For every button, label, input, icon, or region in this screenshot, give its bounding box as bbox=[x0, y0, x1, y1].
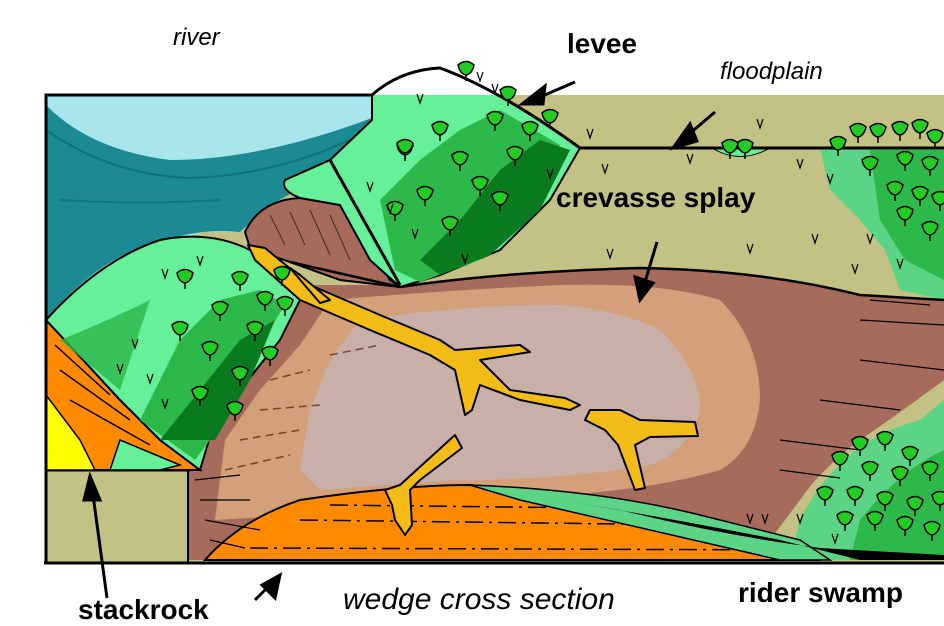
floodplain-label: floodplain bbox=[720, 58, 823, 86]
stackrock-label: stackrock bbox=[78, 594, 209, 626]
rider-swamp-label: rider swamp bbox=[738, 577, 903, 609]
stackrock-block bbox=[46, 470, 188, 565]
crevasse-splay-label: crevasse splay bbox=[556, 182, 755, 214]
arrow-icon bbox=[255, 575, 280, 600]
levee-label: levee bbox=[567, 28, 637, 60]
wedge-cross-section-label: wedge cross section bbox=[343, 583, 615, 617]
river-label: river bbox=[173, 24, 220, 52]
